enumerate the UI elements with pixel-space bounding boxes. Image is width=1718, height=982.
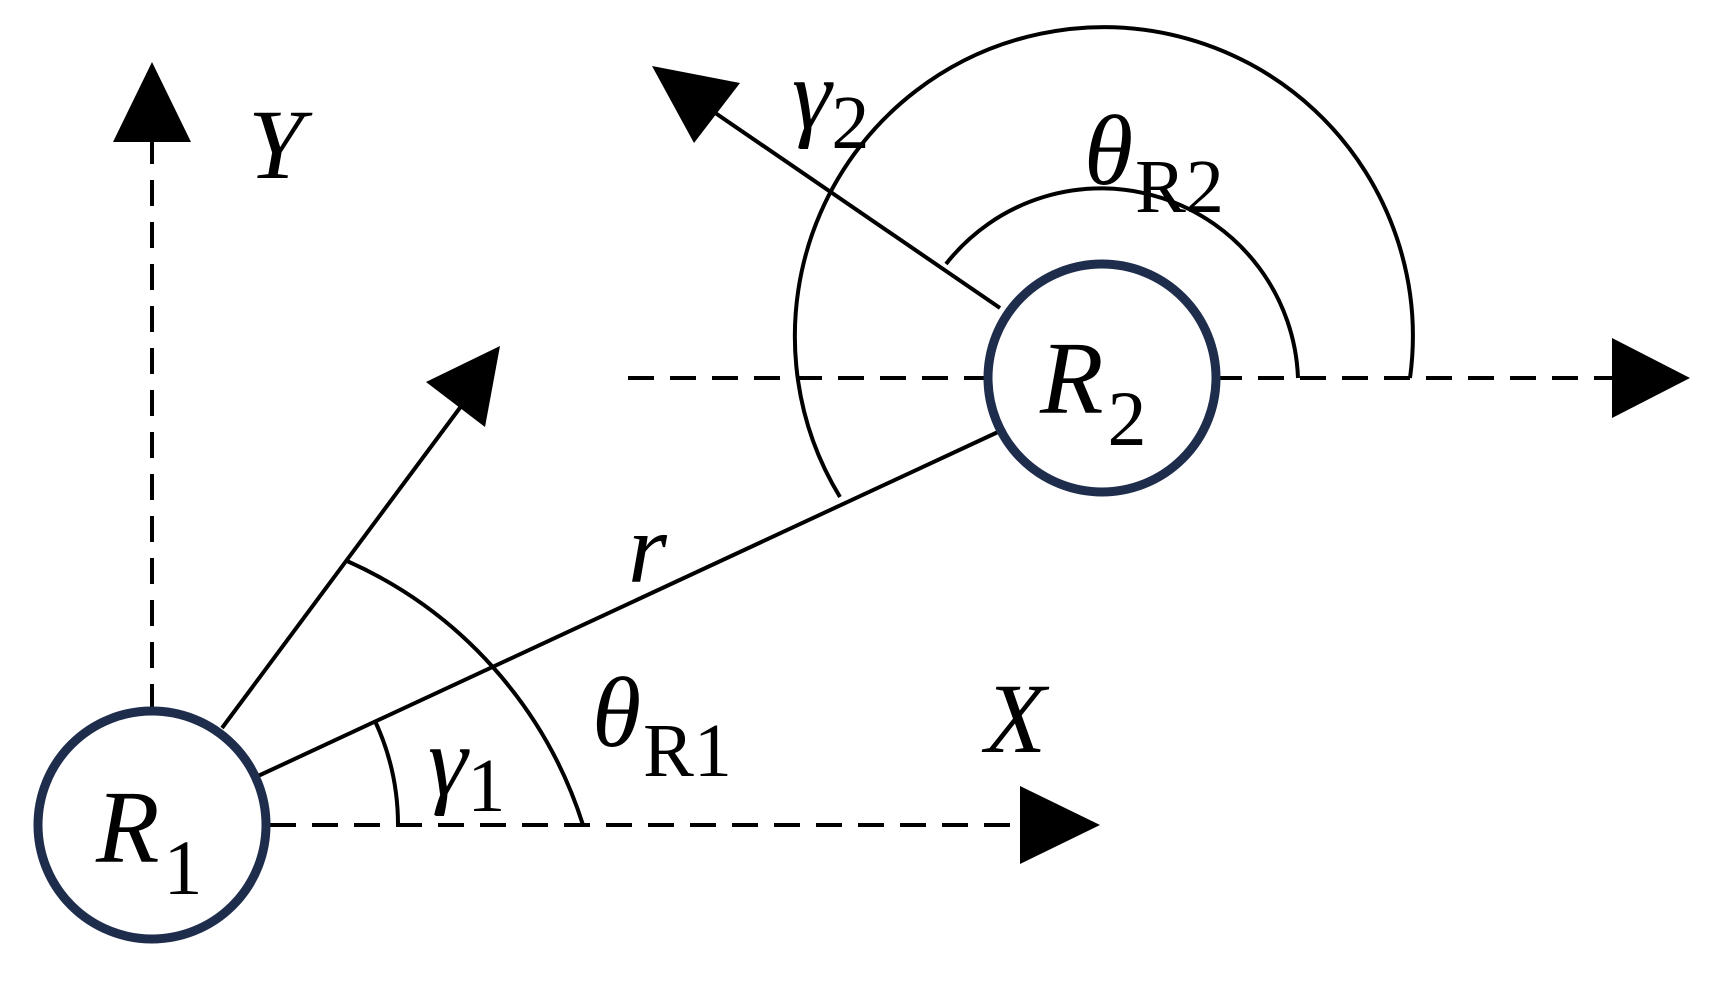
y-axis-label: Y <box>248 89 313 200</box>
node-r1-label: R1 <box>95 770 203 911</box>
r1-heading-arrowhead <box>426 346 500 427</box>
gamma2-arc <box>792 25 1415 499</box>
theta-r1-label: θR1 <box>592 657 732 793</box>
distance-label: r <box>628 493 668 604</box>
r2-reference-arrowhead <box>1612 338 1690 418</box>
r2-heading-arrowhead <box>652 66 740 143</box>
node-r2 <box>983 259 1221 497</box>
x-axis-arrowhead <box>1020 786 1100 864</box>
r2-heading-line <box>706 106 1002 310</box>
gamma1-arc <box>373 720 401 826</box>
node-r2-label: R2 <box>1039 321 1147 462</box>
node-r1 <box>33 706 271 944</box>
x-axis-label: X <box>981 663 1050 774</box>
r1-heading-line <box>220 403 464 730</box>
distance-line <box>257 430 999 778</box>
y-axis-arrowhead <box>113 62 191 142</box>
gamma2-label: γ2 <box>792 39 869 165</box>
theta-r2-arc <box>944 186 1300 379</box>
theta-r1-arc <box>346 559 585 826</box>
theta-r2-label: θR2 <box>1084 95 1224 229</box>
gamma1-label: γ1 <box>428 706 505 828</box>
